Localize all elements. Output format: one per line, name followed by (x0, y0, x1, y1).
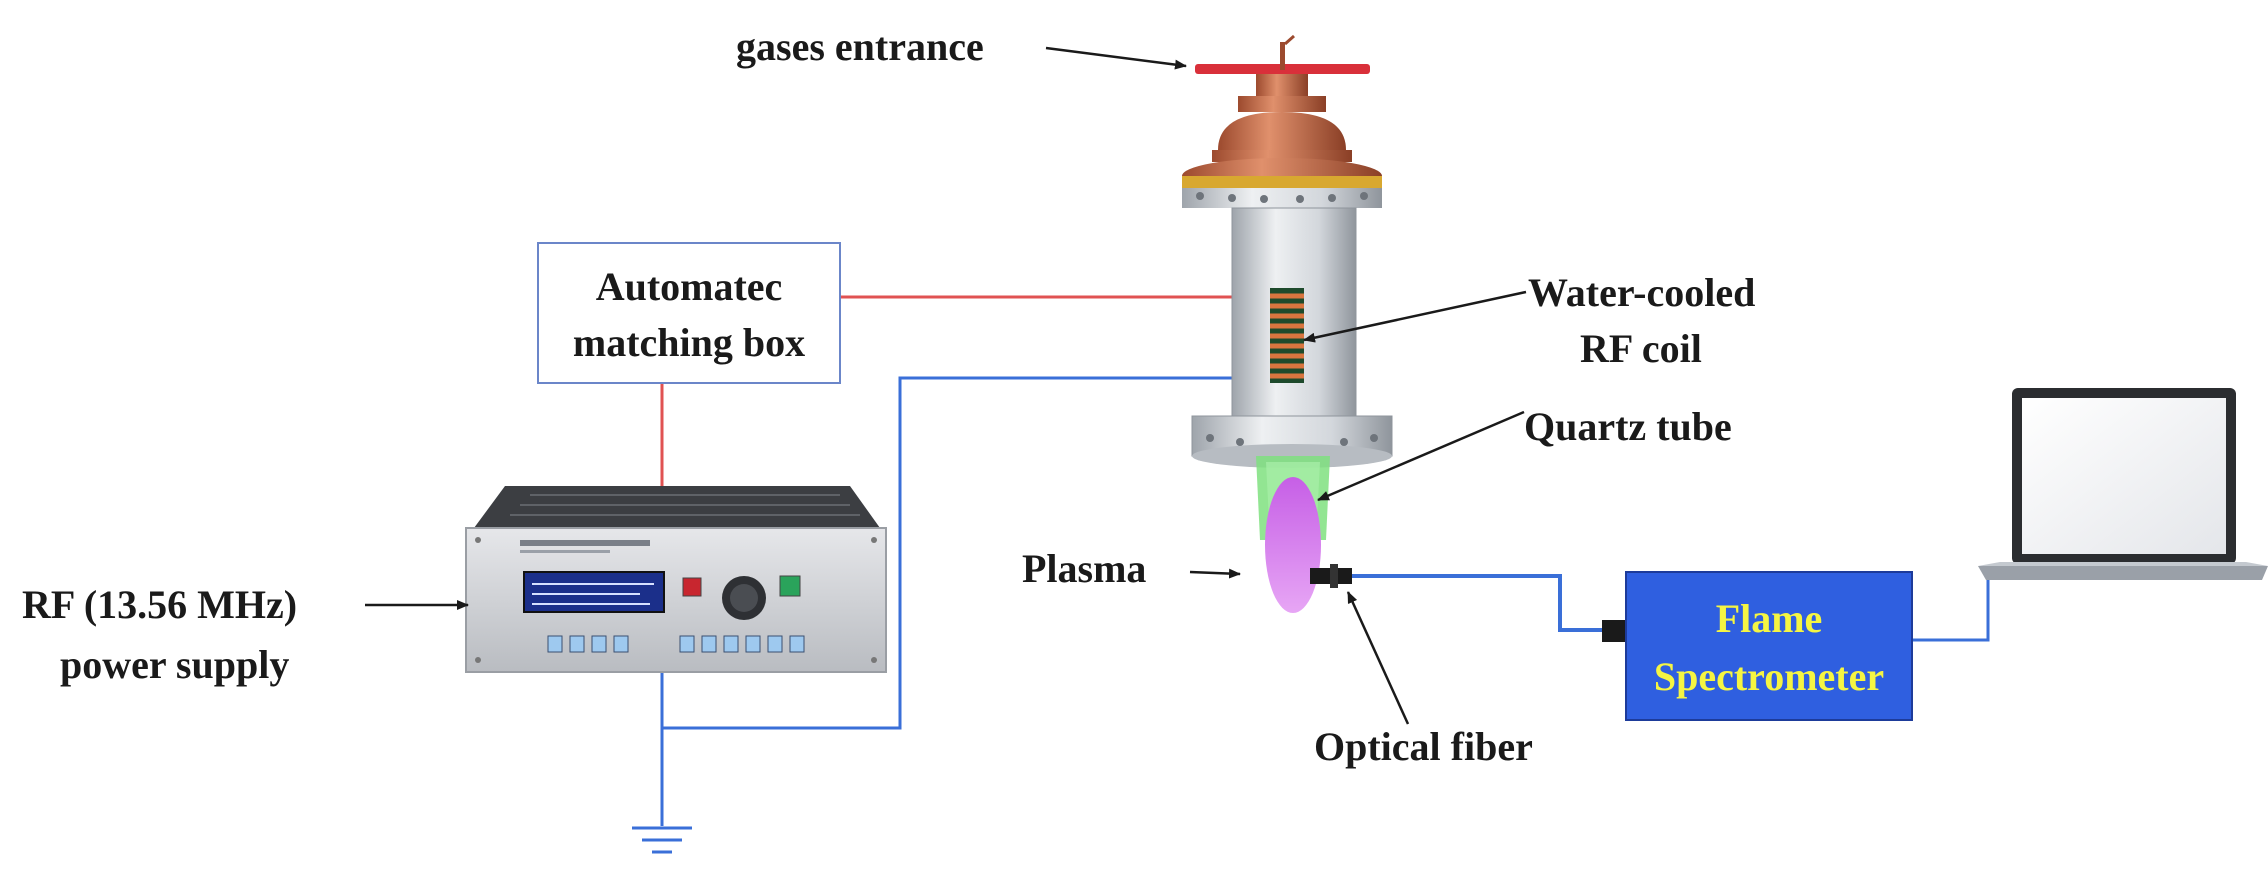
rf-power-supply-icon (465, 486, 887, 673)
gases-entrance-label: gases entrance (736, 24, 984, 69)
rf-wiring (660, 295, 1280, 500)
matching-box: Automatec matching box (537, 242, 841, 384)
spectrometer-label-line1: Flame (1716, 596, 1823, 641)
matching-box-label-line1: Automatec (596, 264, 783, 309)
laptop-icon (1978, 388, 2268, 580)
water-coil-label-line2: RF coil (1580, 326, 1702, 371)
matching-box-label-line2: matching box (573, 320, 805, 365)
plasma-reactor-icon (1182, 34, 1393, 540)
spectrometer-label-line2: Spectrometer (1654, 654, 1884, 699)
optical-fiber-arrow (1346, 591, 1410, 725)
plasma-label: Plasma (1022, 546, 1146, 591)
water-coil-arrow (1303, 290, 1527, 343)
rf-supply-label-line2: power supply (60, 642, 289, 687)
water-coil-label-line1: Water-cooled (1528, 270, 1755, 315)
gases-entrance-arrow (1045, 46, 1187, 70)
rf-supply-label-line1: RF (13.56 MHz) (22, 582, 297, 627)
ground-symbol-icon (632, 826, 692, 854)
quartz-tube-label: Quartz tube (1524, 404, 1732, 449)
plasma-plume (1265, 477, 1321, 613)
quartz-tube-arrow (1317, 410, 1525, 502)
plasma-arrow (1189, 568, 1241, 579)
optical-fiber-label: Optical fiber (1314, 724, 1533, 769)
ground-wire-coil-to-supply (662, 376, 1290, 730)
fiber-cable-to-spectrometer (1350, 574, 1625, 632)
ground-wiring (660, 376, 2010, 826)
fiber-connector-icon (1310, 564, 1352, 588)
flame-spectrometer: Flame Spectrometer (1602, 571, 1913, 721)
